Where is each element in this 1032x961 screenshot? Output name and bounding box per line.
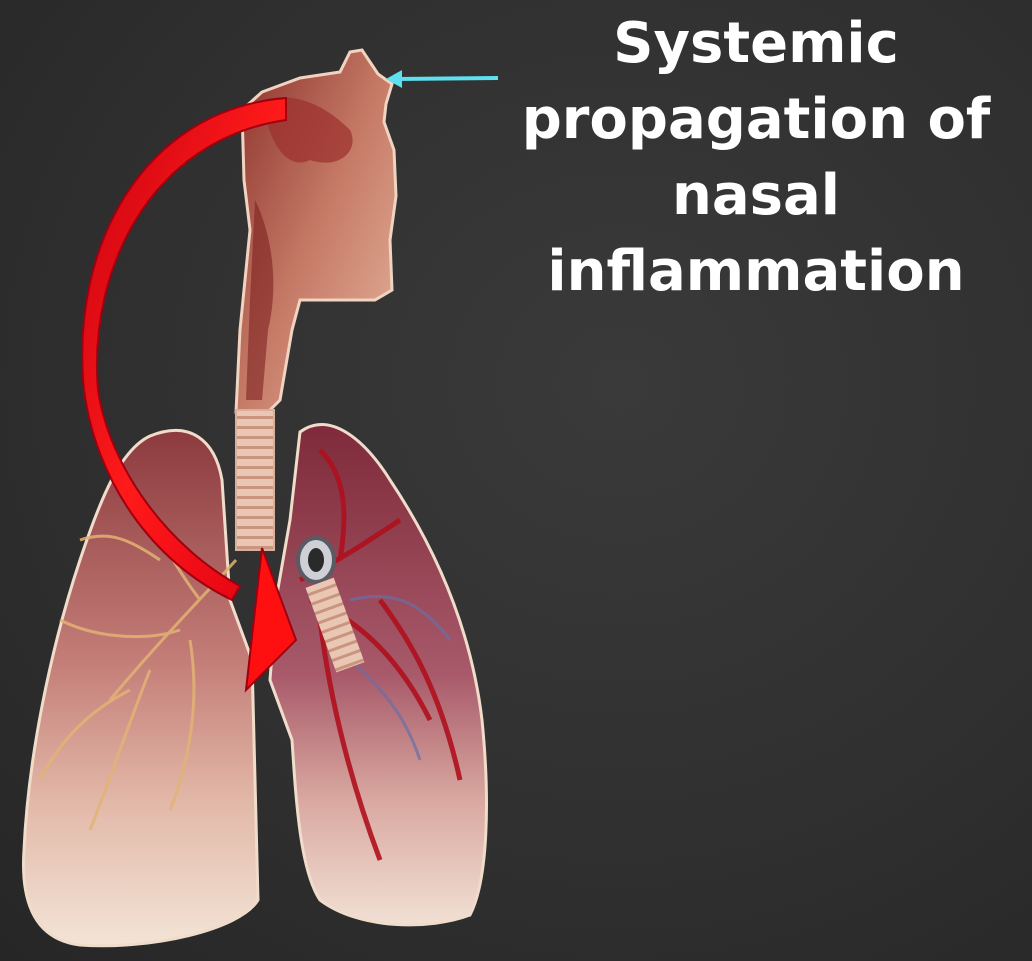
trachea bbox=[236, 410, 274, 550]
slide-title: Systemic propagation of nasal inflammati… bbox=[480, 6, 1032, 310]
vessel-lumen bbox=[308, 548, 324, 572]
